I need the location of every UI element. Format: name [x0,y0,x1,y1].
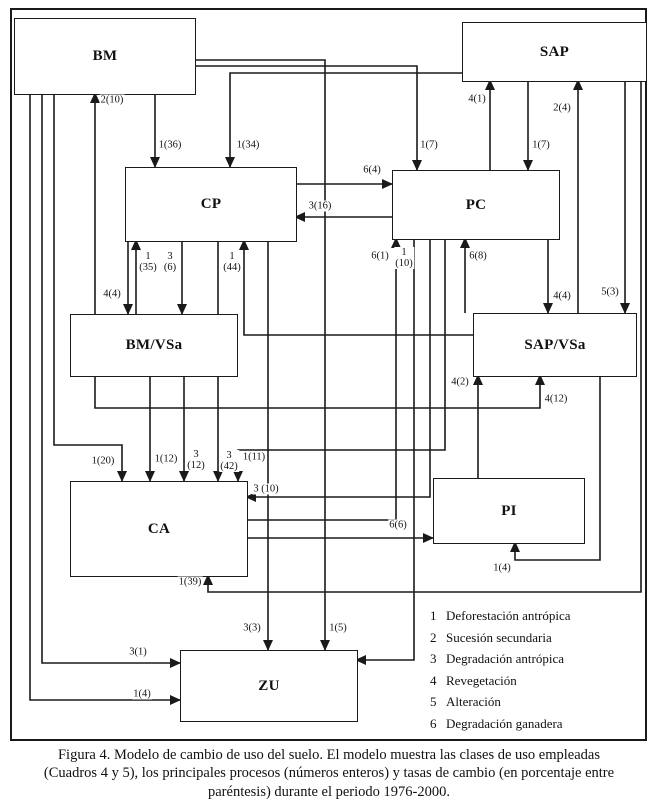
edge-rate-label: 3 (10) [252,483,280,495]
node-SAP: SAP [462,22,647,82]
legend-item: 4 Revegetación [430,673,640,689]
legend-item-text: Degradación antrópica [446,651,565,666]
caption-line: paréntesis) durante el periodo 1976-2000… [208,783,450,800]
edge-rate-label: 1 (10) [394,246,414,270]
legend-item: 6 Degradación ganadera [430,716,640,732]
edge-rate-label: 3 (6) [162,250,178,274]
edge-arrow [94,374,545,409]
legend-item-number: 6 [430,715,437,731]
edge-rate-label: 3(3) [242,622,262,634]
edge-rate-label: 1 (44) [222,250,242,274]
diagram-border [10,8,647,741]
legend-item: 5 Alteración [430,694,640,710]
edge-arrow [203,80,642,593]
legend-item-text: Deforestación antrópica [446,608,571,623]
edge-rate-label: 1(12) [153,453,179,465]
node-BM-VSa: BM/VSa [70,314,238,377]
edge-rate-label: 1(7) [531,139,551,151]
caption-line: Figura 4. Modelo de cambio de uso del su… [57,747,600,763]
edge-arrow [194,59,330,651]
legend-item-text: Degradación ganadera [446,715,563,731]
edge-rate-label: 1(4) [132,688,152,700]
edge-rate-label: 1(11) [241,451,267,463]
edge-rate-label: 6(6) [388,519,408,531]
edge-rate-label: 3 (12) [186,448,206,472]
edge-rate-label: 1(5) [328,622,348,634]
edge-rate-label: 5(3) [600,286,620,298]
legend-item-number: 5 [430,694,437,709]
edge-rate-label: 6(4) [362,164,382,176]
legend-item-text: Sucesión secundaria [446,629,552,645]
legend-item-text: Revegetación [446,672,517,688]
edge-rate-label: 4(12) [543,393,569,405]
caption-line: (Cuadros 4 y 5), los principales proceso… [43,765,615,782]
node-CP: CP [125,167,297,242]
edge-arrow [239,239,473,336]
edge-arrow [355,238,415,665]
edge-rate-label: 3 (42) [219,449,239,473]
node-CA: CA [70,481,248,577]
legend-list: 1 Deforestación antrópica 2 Sucesión secund… [430,608,640,737]
edge-rate-label: 2(10) [99,94,125,106]
legend-item: 1 Deforestación antrópica [430,608,640,624]
edge-rate-label: 3(16) [307,200,333,212]
legend-item-number: 1 [430,608,437,623]
edge-rate-label: 6(8) [468,250,488,262]
edge-rate-label: 1(20) [90,455,116,467]
edge-rate-label: 2(4) [552,102,572,114]
legend-item-text: Alteración [446,694,501,709]
edge-rate-label: 4(4) [102,288,122,300]
edge-arrow [245,238,431,502]
edge-arrow [510,375,601,561]
edge-arrow [41,93,181,668]
edge-rate-label: 1(4) [492,562,512,574]
node-BM: BM [14,18,196,95]
legend-item-number: 2 [430,629,437,645]
legend-item-number: 4 [430,672,437,688]
figure-caption: Figura 4. Modelo de cambio de uso del su… [0,746,658,801]
edge-rate-label: 1(36) [157,139,183,151]
edge-arrow [29,93,181,705]
edge-arrow [194,65,422,171]
edge-rate-label: 1 (35) [138,250,158,274]
edge-rate-label: 4(2) [450,376,470,388]
edge-arrow [53,93,127,482]
node-ZU: ZU [180,650,358,722]
node-PI: PI [433,478,585,544]
edge-rate-label: 4(4) [552,290,572,302]
legend-item: 2 Sucesión secundaria [430,630,640,646]
edge-rate-label: 4(1) [467,93,487,105]
legend-item-number: 3 [430,651,437,666]
legend-item: 3 Degradación antrópica [430,651,640,667]
node-SAP-VSa: SAP/VSa [473,313,637,377]
edge-arrow [225,72,462,168]
edge-rate-label: 6(1) [370,250,390,262]
edge-rate-label: 1(7) [419,139,439,151]
edge-rate-label: 1(39) [177,576,203,588]
edge-rate-label: 3(1) [128,646,148,658]
node-PC: PC [392,170,560,240]
edge-rate-label: 1(34) [235,139,261,151]
